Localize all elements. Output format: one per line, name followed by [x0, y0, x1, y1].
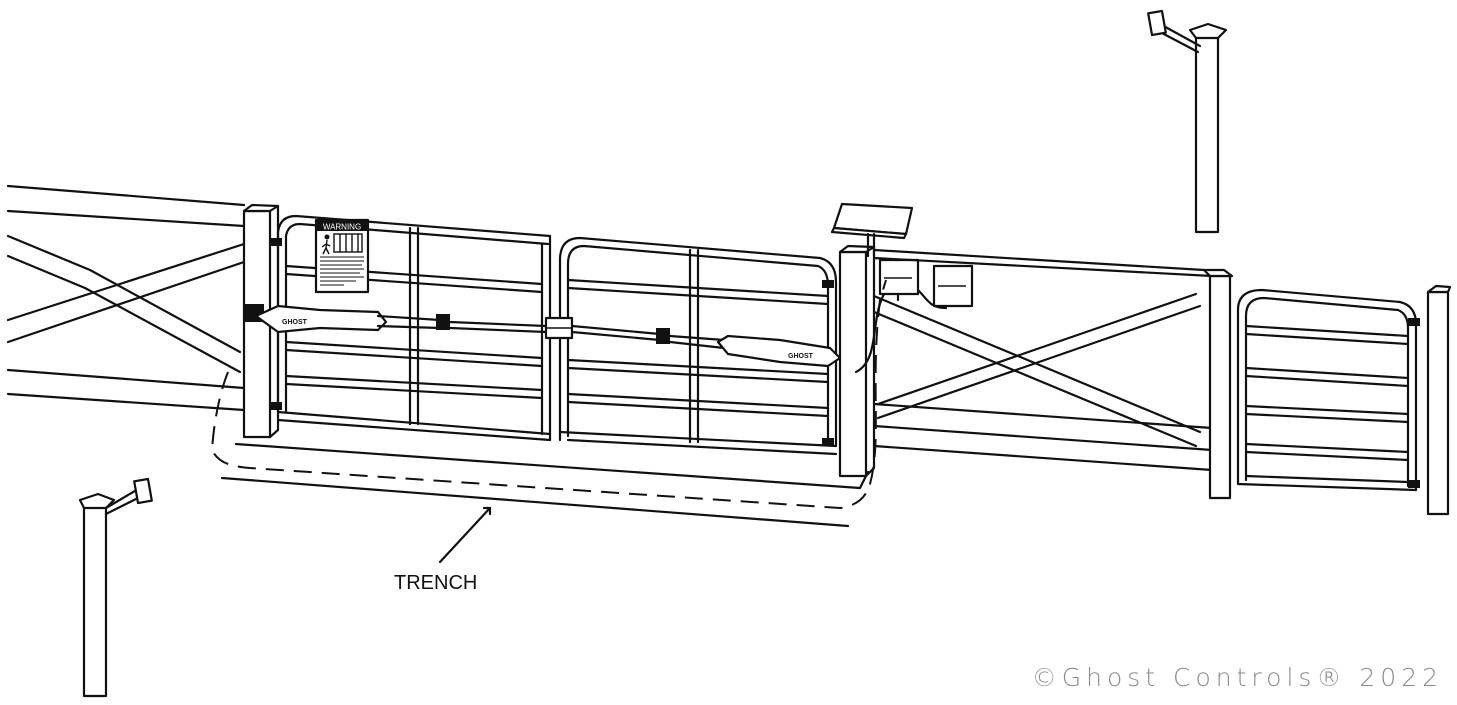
control-box: [854, 258, 920, 374]
right-mailbox-post: [1147, 9, 1228, 234]
left-gate-opener-arm: GHOST: [244, 304, 548, 334]
right-gate-post: [838, 244, 876, 478]
right-gate-leaf: [558, 236, 838, 456]
copyright-notice: ©Ghost Controls® 2022: [1031, 663, 1443, 692]
right-fence-section: [872, 248, 1234, 500]
left-mailbox-post: [78, 477, 153, 698]
solar-panel: [830, 202, 914, 258]
trench-outline: [210, 279, 887, 564]
right-opener-brand: GHOST: [788, 353, 814, 360]
trench-label: TRENCH: [394, 572, 478, 594]
right-gate-opener-arm: GHOST: [570, 324, 860, 368]
left-fence-section: [6, 184, 246, 412]
left-opener-brand: GHOST: [282, 319, 308, 326]
center-gate-latch: [544, 316, 574, 340]
warning-sign-title: WARNING: [323, 223, 361, 232]
small-walk-gate: [1236, 284, 1452, 516]
warning-sign: WARNING: [314, 218, 370, 294]
battery-box: [916, 264, 974, 310]
